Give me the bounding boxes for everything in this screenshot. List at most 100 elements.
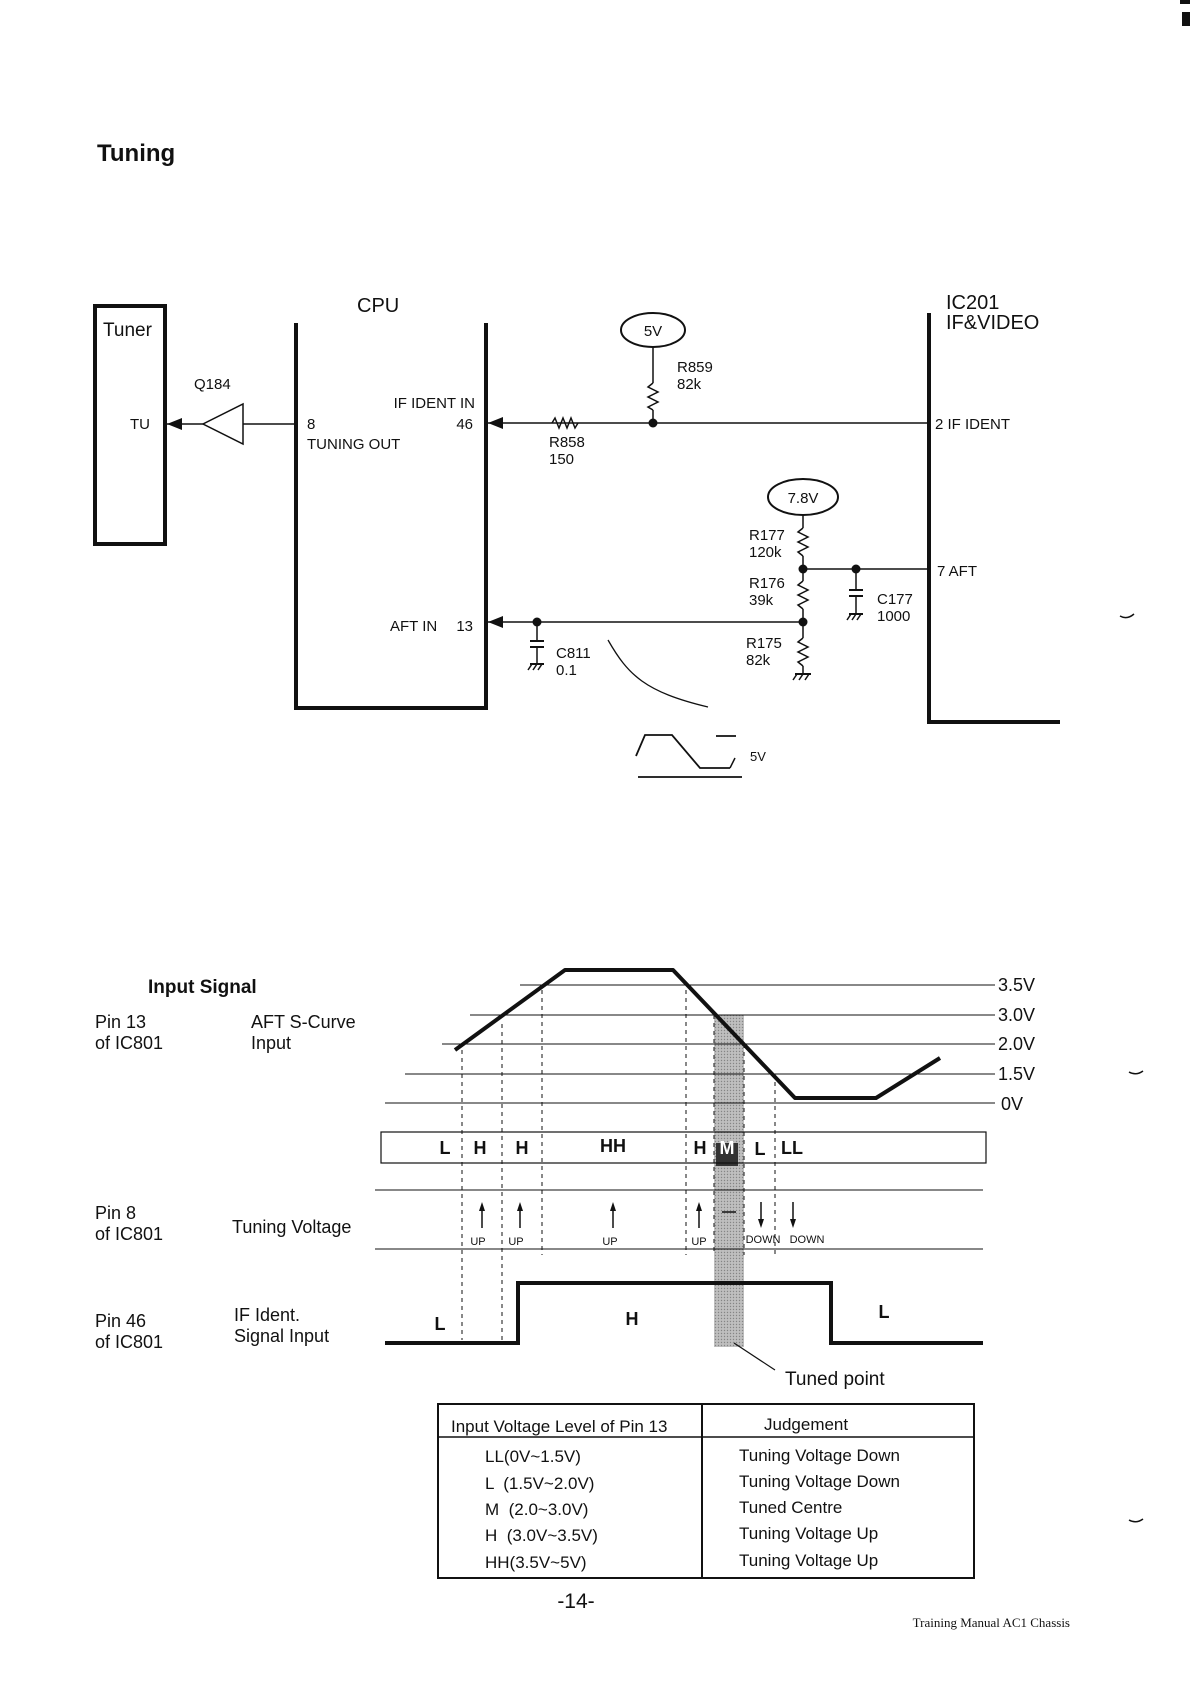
cpu-pin46-number: 46 <box>456 416 473 433</box>
pin8-desc: Tuning Voltage <box>232 1217 351 1237</box>
zone-label: L <box>440 1138 451 1158</box>
supply-5v-label: 5V <box>644 323 662 340</box>
zone-row <box>380 1131 987 1164</box>
r858-resistor <box>551 415 579 431</box>
cpu-title: CPU <box>357 295 399 317</box>
if-ident-pulse <box>385 1281 983 1345</box>
tuning-schematic: Tuner TU Q184 CPU 8 TUNING OUT IF IDENT … <box>93 292 1060 778</box>
tuning-timing-diagram: Input Signal Pin 13 of IC801 AFT S-Curve… <box>95 968 1035 1390</box>
pin8-ic-label: of IC801 <box>95 1224 163 1244</box>
waveform-callout-line <box>607 639 709 708</box>
transition-markers <box>461 990 776 1340</box>
cpu-pin13-number: 13 <box>456 618 473 635</box>
r177-value: 120k <box>749 544 782 561</box>
if-ident-level-middle: H <box>626 1309 639 1329</box>
input-signal-heading: Input Signal <box>148 977 257 998</box>
supply-7v8-label: 7.8V <box>788 490 819 507</box>
ground-symbol <box>527 663 544 671</box>
zone-label: H <box>516 1138 529 1158</box>
zone-label: H <box>474 1138 487 1158</box>
pin8-label: Pin 8 <box>95 1203 136 1223</box>
table-cell: M (2.0~3.0V) <box>485 1500 588 1519</box>
scan-mark <box>1180 0 1190 4</box>
r177-resistor <box>796 527 810 557</box>
pin46-label: Pin 46 <box>95 1311 146 1331</box>
waveform-5v-label: 5V <box>750 749 766 764</box>
footer-text: Training Manual AC1 Chassis <box>913 1615 1070 1630</box>
c811-value: 0.1 <box>556 662 577 679</box>
tuner-pin-label: TU <box>130 416 150 433</box>
r858-value: 150 <box>549 451 574 468</box>
table-cell: HH(3.5V~5V) <box>485 1553 587 1572</box>
level-label: 0V <box>1001 1094 1023 1114</box>
r859-resistor <box>646 382 660 411</box>
arrow-label: DOWN <box>790 1234 825 1246</box>
c177-value: 1000 <box>877 608 910 625</box>
r175-resistor <box>796 637 810 667</box>
r858-name: R858 <box>549 434 585 451</box>
table-header: Input Voltage Level of Pin 13 <box>451 1417 667 1436</box>
level-label: 3.5V <box>998 975 1035 995</box>
scan-mark <box>1128 1518 1144 1523</box>
r176-resistor <box>796 580 810 610</box>
if-ident-level-left: L <box>435 1314 446 1334</box>
table-cell: Tuning Voltage Up <box>739 1524 878 1543</box>
ground-symbol <box>792 673 811 681</box>
r175-name: R175 <box>746 635 782 652</box>
if-ident-level-right: L <box>879 1302 890 1322</box>
pin46-desc: IF Ident. <box>234 1305 300 1325</box>
table-cell: Tuning Voltage Down <box>739 1446 900 1465</box>
tuned-band <box>714 1015 744 1347</box>
arrow-label: UP <box>508 1236 523 1248</box>
ground-symbol <box>846 613 863 621</box>
cpu-block <box>294 323 488 710</box>
arrow-label: DOWN <box>746 1234 781 1246</box>
tuned-point-label: Tuned point <box>785 1369 885 1390</box>
arrow-label: UP <box>602 1236 617 1248</box>
pin13-ic-label: of IC801 <box>95 1033 163 1053</box>
ic201-block <box>927 313 1060 724</box>
zone-label: LL <box>781 1138 803 1158</box>
pin46-desc-2: Signal Input <box>234 1326 329 1346</box>
table-header: Judgement <box>764 1415 848 1434</box>
scan-mark <box>1182 12 1190 26</box>
ic201-pin7-label: 7 AFT <box>937 563 977 580</box>
r176-name: R176 <box>749 575 785 592</box>
pin13-desc-2: Input <box>251 1033 291 1053</box>
c811-name: C811 <box>556 645 591 662</box>
m-zone-highlight <box>716 1143 738 1166</box>
zone-label-m: M <box>720 1138 735 1158</box>
buffer-amp-symbol <box>201 402 244 446</box>
zone-label: L <box>755 1139 766 1159</box>
aft-s-curve <box>453 968 942 1100</box>
table-cell: H (3.0V~3.5V) <box>485 1526 598 1545</box>
table-cell: Tuning Voltage Up <box>739 1551 878 1570</box>
table-cell: Tuned Centre <box>739 1498 842 1517</box>
zone-label: H <box>694 1138 707 1158</box>
ic201-subtitle: IF&VIDEO <box>946 312 1039 334</box>
level-label: 3.0V <box>998 1005 1035 1025</box>
c177-name: C177 <box>877 591 913 608</box>
cpu-pin46-label: IF IDENT IN <box>394 395 475 412</box>
cpu-pin13-label: AFT IN <box>390 618 437 635</box>
cpu-pin8-label: TUNING OUT <box>307 436 400 453</box>
zone-label: HH <box>600 1136 626 1156</box>
table-cell: Tuning Voltage Down <box>739 1472 900 1491</box>
page-title: Tuning <box>97 140 175 167</box>
r859-name: R859 <box>677 359 713 376</box>
pin13-desc: AFT S-Curve <box>251 1012 356 1032</box>
r176-value: 39k <box>749 592 774 609</box>
tuned-point-pointer <box>733 1342 776 1371</box>
cpu-pin8-number: 8 <box>307 416 315 433</box>
aft-s-curve-waveform <box>635 734 730 769</box>
arrow-label: UP <box>470 1236 485 1248</box>
judgement-table: Input Voltage Level of Pin 13 Judgement … <box>437 1403 975 1579</box>
r175-value: 82k <box>746 652 771 669</box>
r859-value: 82k <box>677 376 702 393</box>
scan-mark <box>1119 613 1135 619</box>
table-cell: LL(0V~1.5V) <box>485 1447 581 1466</box>
ic201-title: IC201 <box>946 292 999 314</box>
arrow-label: UP <box>691 1236 706 1248</box>
